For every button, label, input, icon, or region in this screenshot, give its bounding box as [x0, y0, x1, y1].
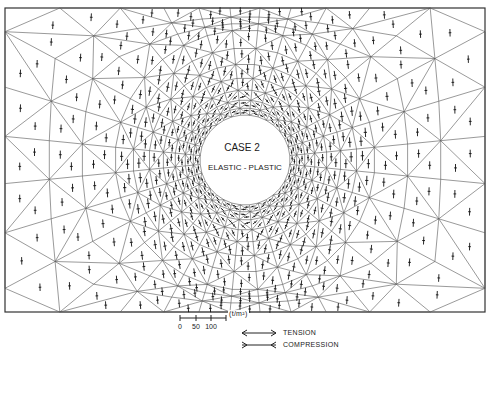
principal-stress-symbols [18, 7, 471, 313]
scale-tick [180, 315, 181, 321]
element-edges [5, 8, 485, 312]
scale-value: 0 [177, 323, 183, 331]
tension-head [242, 330, 247, 336]
scale-unit: (t/m²) [228, 310, 249, 318]
scale-tick [196, 315, 197, 321]
tension-sample [242, 333, 276, 334]
case-label: CASE 2 [223, 142, 261, 153]
scale-tick [226, 315, 227, 321]
scale-value: 50 [191, 323, 201, 331]
scale-bar [180, 318, 226, 319]
legend-text: TENSION [282, 329, 317, 337]
tension-head [271, 330, 276, 336]
compression-head [242, 342, 247, 348]
legend-text: COMPRESSION [282, 341, 340, 349]
compression-head [271, 342, 276, 348]
case-subtitle: ELASTIC - PLASTIC [207, 164, 283, 173]
scale-value: 100 [204, 323, 218, 331]
scale-tick [211, 315, 212, 321]
mesh-boundary [5, 8, 485, 312]
